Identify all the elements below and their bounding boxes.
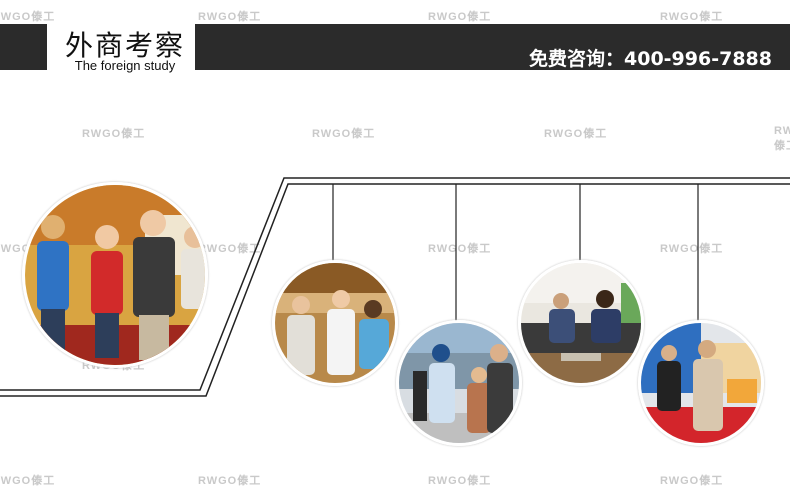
people-photo-icon	[275, 263, 395, 383]
photo-group-3	[396, 320, 522, 446]
people-photo-icon	[25, 185, 205, 365]
people-photo-icon	[521, 263, 641, 383]
title-box	[47, 24, 195, 74]
people-photo-icon	[641, 323, 761, 443]
photo-group-4	[518, 260, 644, 386]
banner-stripe	[207, 24, 211, 70]
photo-group-1	[22, 182, 208, 368]
photo-group-5	[638, 320, 764, 446]
banner-stripe	[31, 24, 35, 70]
people-photo-icon	[399, 323, 519, 443]
photo-group-2	[272, 260, 398, 386]
banner-stripe	[201, 24, 204, 70]
page-title: 外商考察	[64, 29, 185, 62]
banner-stripe	[38, 24, 41, 70]
page-subtitle: The foreign study	[74, 58, 176, 73]
phone-consult: 免费咨询：400-996-7888	[529, 48, 772, 70]
